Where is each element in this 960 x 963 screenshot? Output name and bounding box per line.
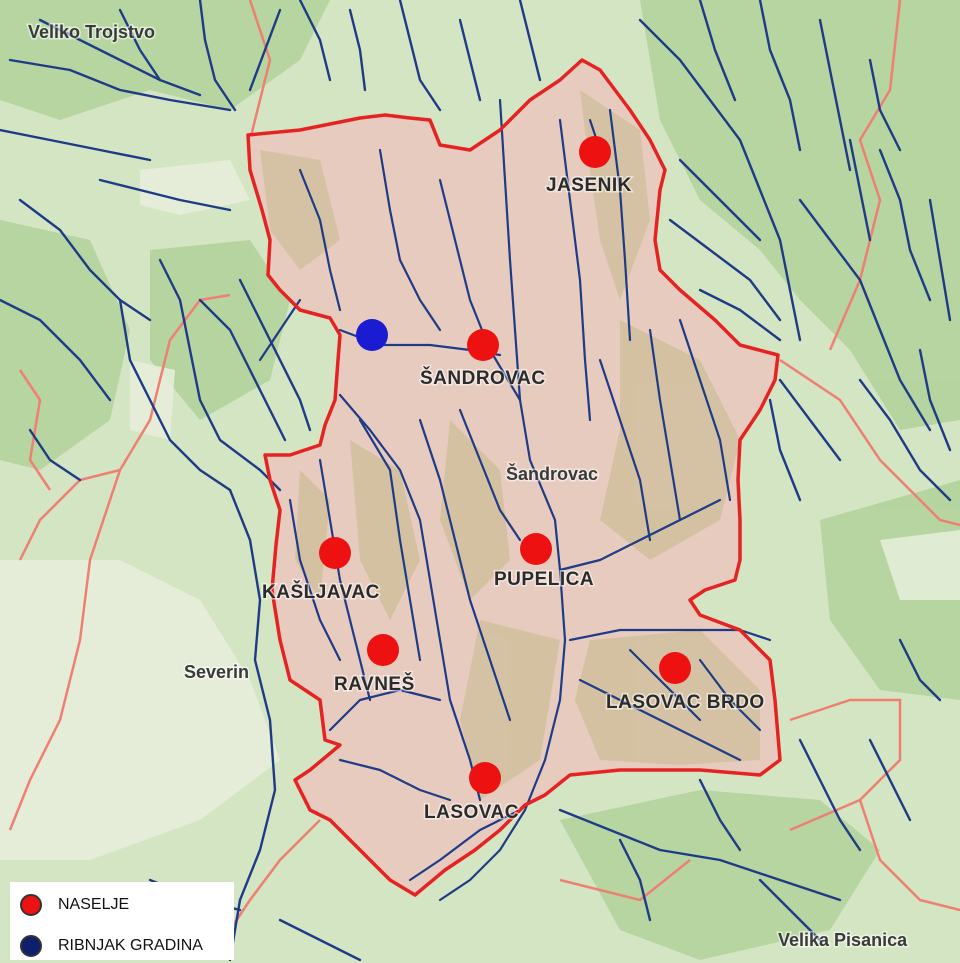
settlement-dot-pupelica bbox=[520, 533, 552, 565]
settlement-label-ravnes: RAVNEŠ bbox=[334, 673, 415, 695]
settlement-dot-jasenik bbox=[579, 136, 611, 168]
settlement-dot-lasovac-brdo bbox=[659, 652, 691, 684]
hill-shading bbox=[260, 90, 760, 800]
settlement-label-sandrovac: ŠANDROVAC bbox=[420, 367, 546, 389]
legend-item-settlement: NASELJE bbox=[10, 890, 129, 920]
settlement-dot-sandrovac bbox=[467, 329, 499, 361]
blue-dot-icon bbox=[20, 935, 42, 957]
fishpond-dot-gradina bbox=[356, 319, 388, 351]
label-veliko-trojstvo: Veliko Trojstvo bbox=[28, 22, 155, 42]
settlement-label-lasovac-brdo: LASOVAC BRDO bbox=[606, 692, 765, 713]
label-severin: Severin bbox=[184, 662, 249, 682]
settlement-label-kasljavac: KAŠLJAVAC bbox=[262, 581, 380, 603]
municipality-boundary bbox=[246, 58, 782, 897]
rivers-inside bbox=[258, 98, 772, 902]
label-sandrovac-municipality: Šandrovac bbox=[506, 463, 598, 484]
settlement-dot-kasljavac bbox=[319, 537, 351, 569]
red-dot-icon bbox=[20, 894, 42, 916]
label-velika-pisanica: Velika Pisanica bbox=[778, 930, 908, 950]
settlement-dot-ravnes bbox=[367, 634, 399, 666]
settlement-markers bbox=[319, 136, 691, 794]
settlement-dot-lasovac bbox=[469, 762, 501, 794]
settlement-label-pupelica: PUPELICA bbox=[494, 569, 594, 590]
settlement-labels: JASENIK ŠANDROVAC KAŠLJAVAC PUPELICA RAV… bbox=[261, 174, 766, 825]
settlement-label-jasenik: JASENIK bbox=[546, 175, 632, 196]
regional-boundaries bbox=[8, 0, 960, 931]
legend-item-fishpond: RIBNJAK GRADINA bbox=[10, 931, 203, 961]
legend-label: NASELJE bbox=[58, 896, 130, 913]
settlement-label-lasovac: LASOVAC bbox=[424, 802, 519, 823]
legend-label: RIBNJAK GRADINA bbox=[58, 937, 203, 954]
map-legend: NASELJE RIBNJAK GRADINA bbox=[10, 882, 234, 960]
